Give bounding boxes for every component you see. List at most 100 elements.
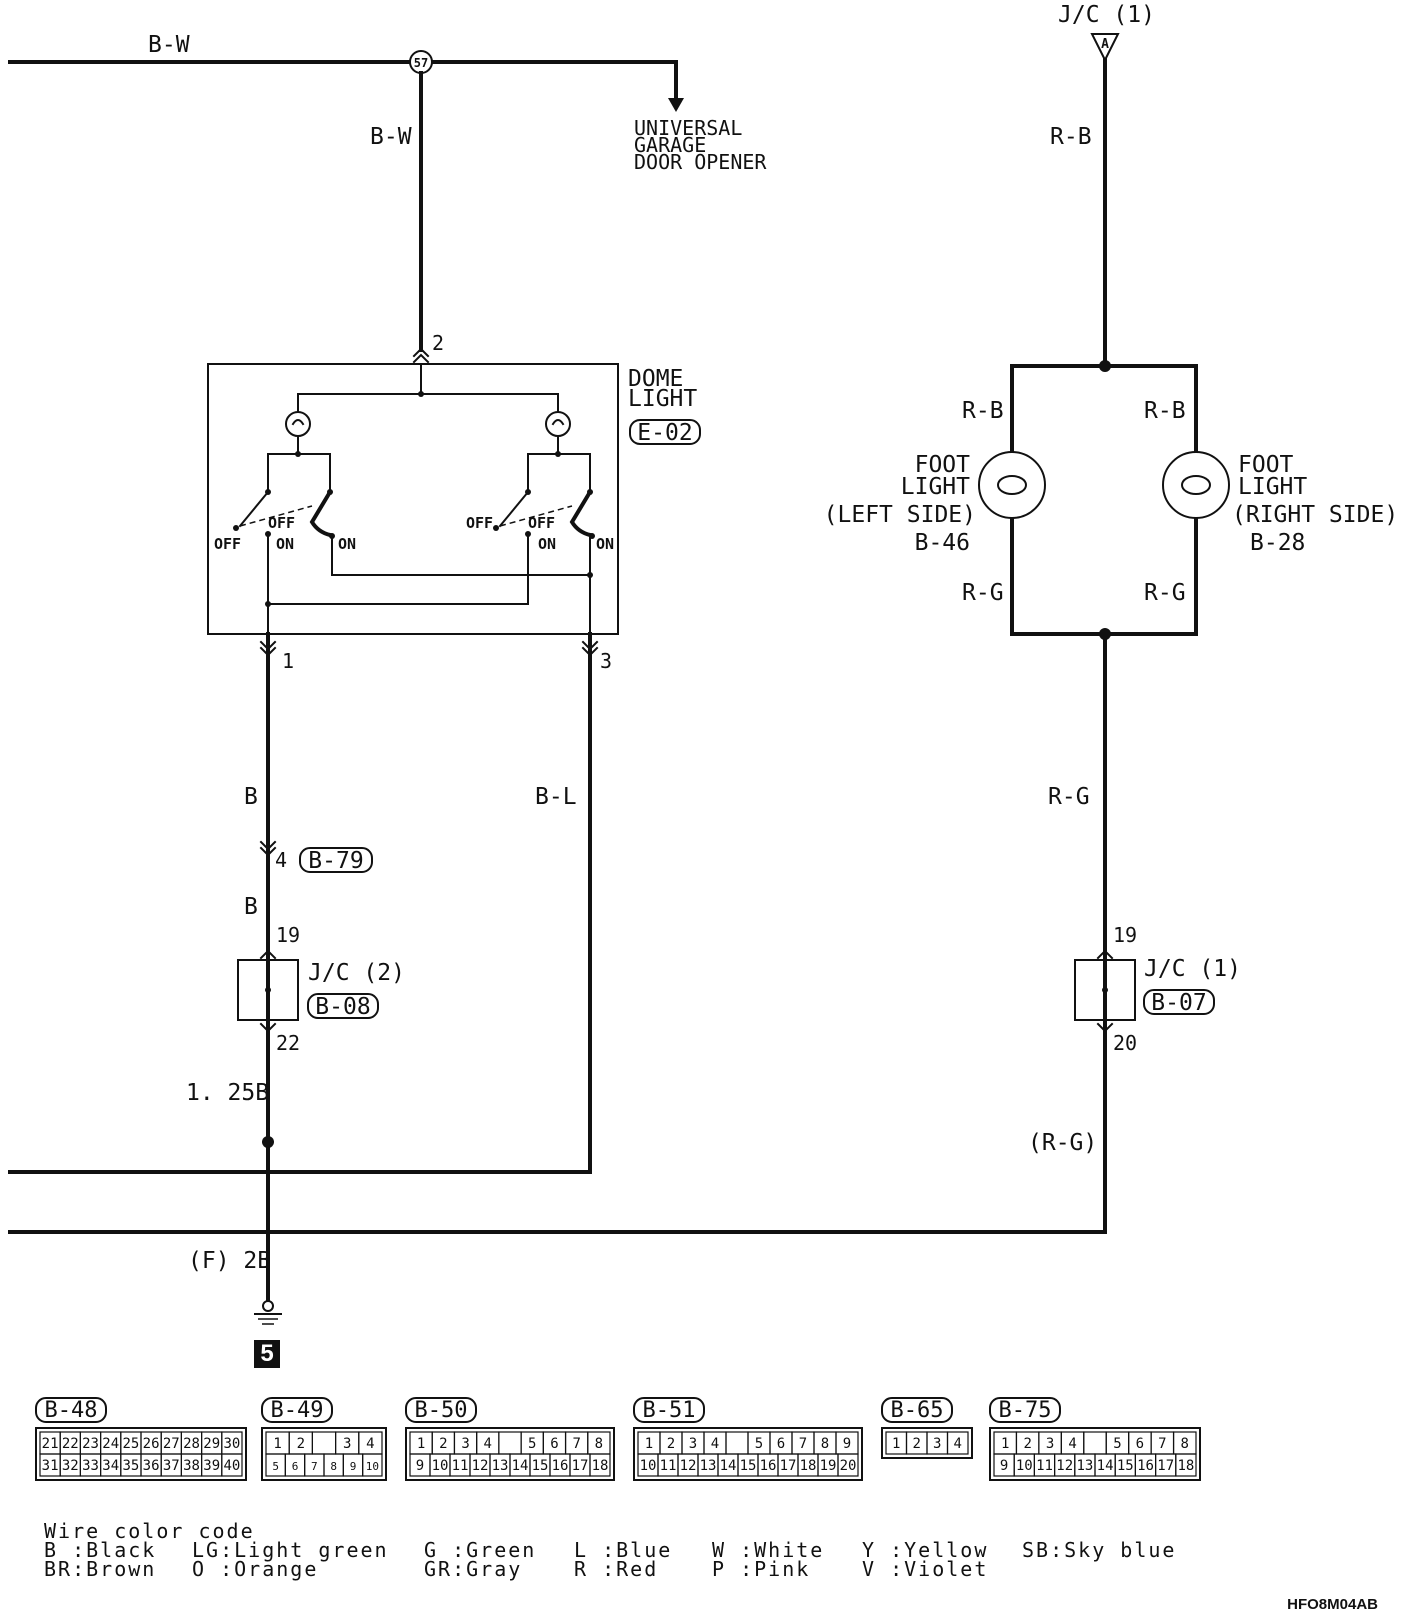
- connector-pin-number: 10: [432, 1458, 449, 1474]
- connector-pin-number: 3: [1046, 1436, 1054, 1452]
- connector-id-badge: [989, 1397, 1061, 1423]
- connector-pin-number: 8: [595, 1436, 603, 1452]
- connector-pin-number: 31: [42, 1458, 59, 1474]
- connector-pin-number: 10: [366, 1460, 379, 1473]
- foot-light-left-icon: [978, 451, 1046, 519]
- connector-pin-number: 5: [755, 1436, 763, 1452]
- connector-pin-number: 17: [1157, 1458, 1174, 1474]
- connector-id-label: B-48: [45, 1398, 98, 1423]
- pin-jc1-out: 20: [1113, 1031, 1137, 1055]
- connector-pin-number: 5: [272, 1460, 279, 1473]
- arrow-down-icon: [668, 98, 684, 112]
- foot-left-3: (LEFT SIDE): [824, 502, 976, 528]
- connector-pin-number: 10: [640, 1458, 657, 1474]
- dome-light-box: [207, 363, 619, 635]
- bulb-right-filament: [551, 419, 565, 426]
- connector-pin-number: 2: [913, 1436, 921, 1452]
- connector-pin-number: 21: [42, 1436, 59, 1452]
- legend-col-1: B :Black BR:Brown: [44, 1538, 157, 1581]
- jc1-top-label: J/C (1): [1058, 2, 1155, 28]
- connector-pin-number: 12: [472, 1458, 489, 1474]
- wire-label-right-foot-bottom: R-G: [1144, 580, 1186, 606]
- dome-label-2: LIGHT: [628, 386, 697, 412]
- connector-pin-number: 6: [1136, 1436, 1144, 1452]
- connector-pin-number: 5: [1113, 1436, 1121, 1452]
- jc2-label: J/C (2): [308, 960, 405, 986]
- connector-pin-number: 2: [439, 1436, 447, 1452]
- connector-pin-number: 16: [1137, 1458, 1154, 1474]
- node: [493, 525, 499, 531]
- connector-pin-number: 40: [223, 1458, 240, 1474]
- connector-pin-number: 34: [102, 1458, 119, 1474]
- switch-left-off-1: OFF: [214, 535, 241, 553]
- wire-label-left-foot-bottom: R-G: [962, 580, 1004, 606]
- junction-dot: [262, 1136, 274, 1148]
- legend-col-7: SB:Sky blue: [1022, 1538, 1177, 1562]
- connector-pin-number: 1: [892, 1436, 900, 1452]
- connector-pin-number: 14: [720, 1458, 737, 1474]
- legend-col-3: G :Green GR:Gray: [424, 1538, 537, 1581]
- connector-pin-number: 8: [1181, 1436, 1189, 1452]
- connector-chevron-icon: [259, 949, 277, 960]
- connector-pin-number: 5: [528, 1436, 536, 1452]
- ground-terminal: [262, 1300, 274, 1312]
- connector-pin-number: 30: [223, 1436, 240, 1452]
- foot-light-top-bus: [1010, 364, 1198, 454]
- pin-dome-right: 3: [600, 649, 612, 673]
- connector-pin-number: 8: [330, 1460, 337, 1473]
- connector-pin-number: 20: [840, 1458, 857, 1474]
- connector-id-label: B-50: [415, 1398, 468, 1423]
- jc2-conn-label: B-08: [315, 994, 370, 1020]
- connector-pin-number: 12: [680, 1458, 697, 1474]
- switch-right-blade: [498, 490, 530, 528]
- pin-jc1-in: 19: [1113, 923, 1137, 947]
- connector-pin-cell: [837, 1453, 859, 1477]
- lamp-filament: [997, 475, 1027, 495]
- switch-left-link: [239, 505, 313, 527]
- legend-title: Wire color code: [44, 1519, 255, 1543]
- connector-pin-number: 18: [800, 1458, 817, 1474]
- wire-label-right-foot-top: R-B: [1144, 398, 1186, 424]
- legend-col-2: LG:Light green O :Orange: [192, 1538, 389, 1581]
- connector-pin-number: 6: [777, 1436, 785, 1452]
- connector-pin-number: 11: [660, 1458, 677, 1474]
- connector-pin-number: 1: [273, 1436, 281, 1452]
- wire-label-pin1: B: [244, 784, 258, 810]
- connector-pin-number: 3: [343, 1436, 351, 1452]
- connector-id-badge: [261, 1397, 333, 1423]
- universal-line1: UNIVERSAL: [634, 116, 742, 140]
- switch-right-link: [499, 505, 573, 527]
- dome-conn-badge: [629, 419, 701, 445]
- connector-pin-number: 6: [292, 1460, 299, 1473]
- connector-pin-number: 9: [843, 1436, 851, 1452]
- pin-dome-left: 1: [282, 649, 294, 673]
- switch-left-on-2: ON: [338, 535, 356, 553]
- connector-pin-cell: [221, 1453, 243, 1477]
- jc1-top-triangle-icon: [1090, 33, 1120, 63]
- switch-right-on-2: ON: [596, 535, 614, 553]
- connector-pin-number: 17: [780, 1458, 797, 1474]
- switch-left-off-2: OFF: [268, 514, 295, 532]
- connector-pin-number: 13: [700, 1458, 717, 1474]
- wire-label-left-foot-top: R-B: [962, 398, 1004, 424]
- connector-pin-number: 7: [1158, 1436, 1166, 1452]
- connector-pin-number: 3: [933, 1436, 941, 1452]
- ground-point-badge: 5: [254, 1340, 280, 1368]
- jc1-conn-label: B-07: [1151, 990, 1206, 1016]
- connector-pin-number: 4: [711, 1436, 719, 1452]
- switch-right-on-1: ON: [538, 535, 556, 553]
- connector-pin-number: 28: [183, 1436, 200, 1452]
- connector-pin-number: 7: [311, 1460, 318, 1473]
- connector-pin-cell: [589, 1453, 611, 1477]
- jc1-bottom-label: J/C (1): [1144, 956, 1241, 982]
- wire-label-ground-1: 1. 25B: [186, 1080, 269, 1106]
- connector-pin-number: 8: [821, 1436, 829, 1452]
- connector-pin-number: 18: [592, 1458, 609, 1474]
- connector-pin-cell: [362, 1453, 383, 1477]
- connector-pin-number: 11: [1036, 1458, 1053, 1474]
- connector-pin-number: 2: [297, 1436, 305, 1452]
